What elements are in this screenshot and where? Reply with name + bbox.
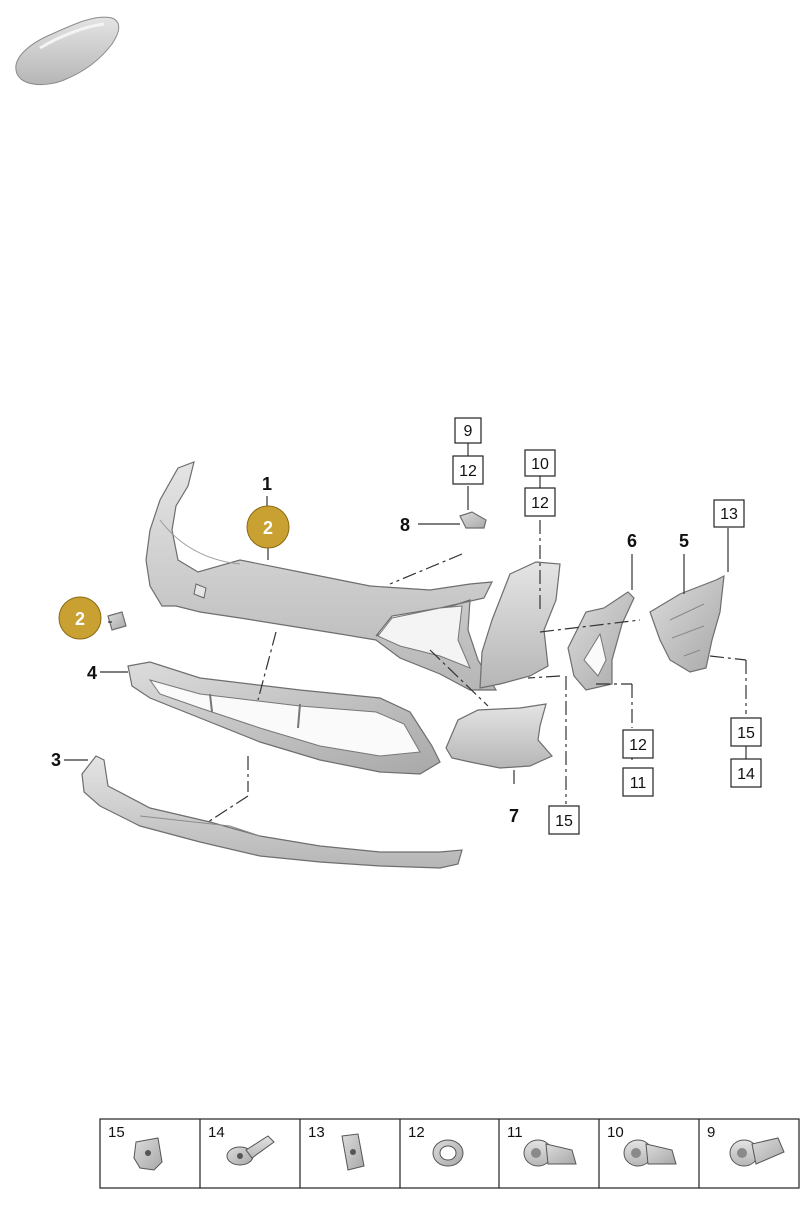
legend-cell-12[interactable]: 12 (408, 1124, 464, 1167)
spring-nut-icon (341, 1133, 365, 1171)
callout-3: 3 (51, 750, 61, 770)
legend-label: 14 (208, 1124, 225, 1141)
box-11-label: 11 (630, 775, 647, 792)
callout-2-label: 2 (75, 609, 85, 629)
box-11-low: 11 (622, 767, 654, 797)
legend-cell-9[interactable]: 9 (707, 1124, 785, 1167)
callout-5: 5 (679, 531, 689, 551)
part-6-bracket (567, 591, 635, 691)
legend-cell-13[interactable]: 13 (308, 1124, 365, 1171)
callout-2-label: 2 (263, 518, 273, 538)
callout-2-circle-left[interactable]: 2 (58, 596, 102, 640)
box-15-label: 15 (555, 813, 573, 830)
car-silhouette-icon (15, 16, 120, 86)
callout-1: 1 (262, 474, 272, 494)
legend-cell-15[interactable]: 15 (108, 1124, 163, 1171)
box-9-label: 9 (464, 423, 473, 440)
box-15-mid: 15 (548, 805, 580, 835)
part-2-cap-small (107, 611, 127, 631)
callout-7: 7 (509, 806, 519, 826)
box-13: 13 (713, 499, 745, 528)
legend-label: 13 (308, 1124, 325, 1141)
callout-2-circle-top[interactable]: 2 (246, 505, 290, 549)
legend-cell-14[interactable]: 14 (208, 1124, 275, 1166)
grommet-ring-icon (432, 1139, 464, 1167)
legend-strip: 15 14 13 12 (99, 1118, 800, 1189)
box-12-label: 12 (629, 737, 647, 754)
clip-nut-icon (133, 1137, 163, 1171)
part-7-duct-cover (445, 703, 553, 769)
callout-8: 8 (400, 515, 410, 535)
parking-sensor-icon (523, 1139, 577, 1167)
box-10-label: 10 (531, 456, 549, 473)
box-14-right: 14 (730, 758, 762, 788)
leader-lines (64, 443, 747, 823)
box-12-low: 12 (622, 729, 654, 759)
legend-label: 12 (408, 1124, 425, 1141)
legend-cell-10[interactable]: 10 (607, 1124, 677, 1167)
part-1-bumper-cover (145, 461, 498, 691)
callout-6: 6 (627, 531, 637, 551)
box-13-label: 13 (720, 506, 738, 523)
part-8-bracket (459, 511, 487, 529)
box-15-right: 15 (730, 717, 762, 747)
parking-sensor-icon (623, 1139, 677, 1167)
box-9: 9 (454, 417, 482, 444)
part-5-inner-mount (649, 574, 725, 673)
box-12-top: 12 (452, 455, 484, 485)
part-4-grille-frame (127, 661, 441, 775)
legend-cell-11[interactable]: 11 (507, 1124, 577, 1167)
box-10: 10 (524, 449, 556, 477)
box-12-label: 12 (459, 463, 477, 480)
box-12-label: 12 (531, 495, 549, 512)
box-12-mid: 12 (524, 487, 556, 517)
expansion-rivet-icon (226, 1135, 275, 1166)
legend-label: 15 (108, 1124, 125, 1141)
box-15-label: 15 (737, 725, 755, 742)
legend-label: 10 (607, 1124, 624, 1141)
part-3-spoiler-lip (81, 755, 463, 869)
legend-label: 9 (707, 1124, 715, 1141)
legend-label: 11 (507, 1124, 523, 1141)
box-14-label: 14 (737, 766, 755, 783)
parking-sensor-icon (729, 1137, 785, 1167)
callout-4: 4 (87, 663, 97, 683)
part-side-panel (479, 561, 561, 689)
